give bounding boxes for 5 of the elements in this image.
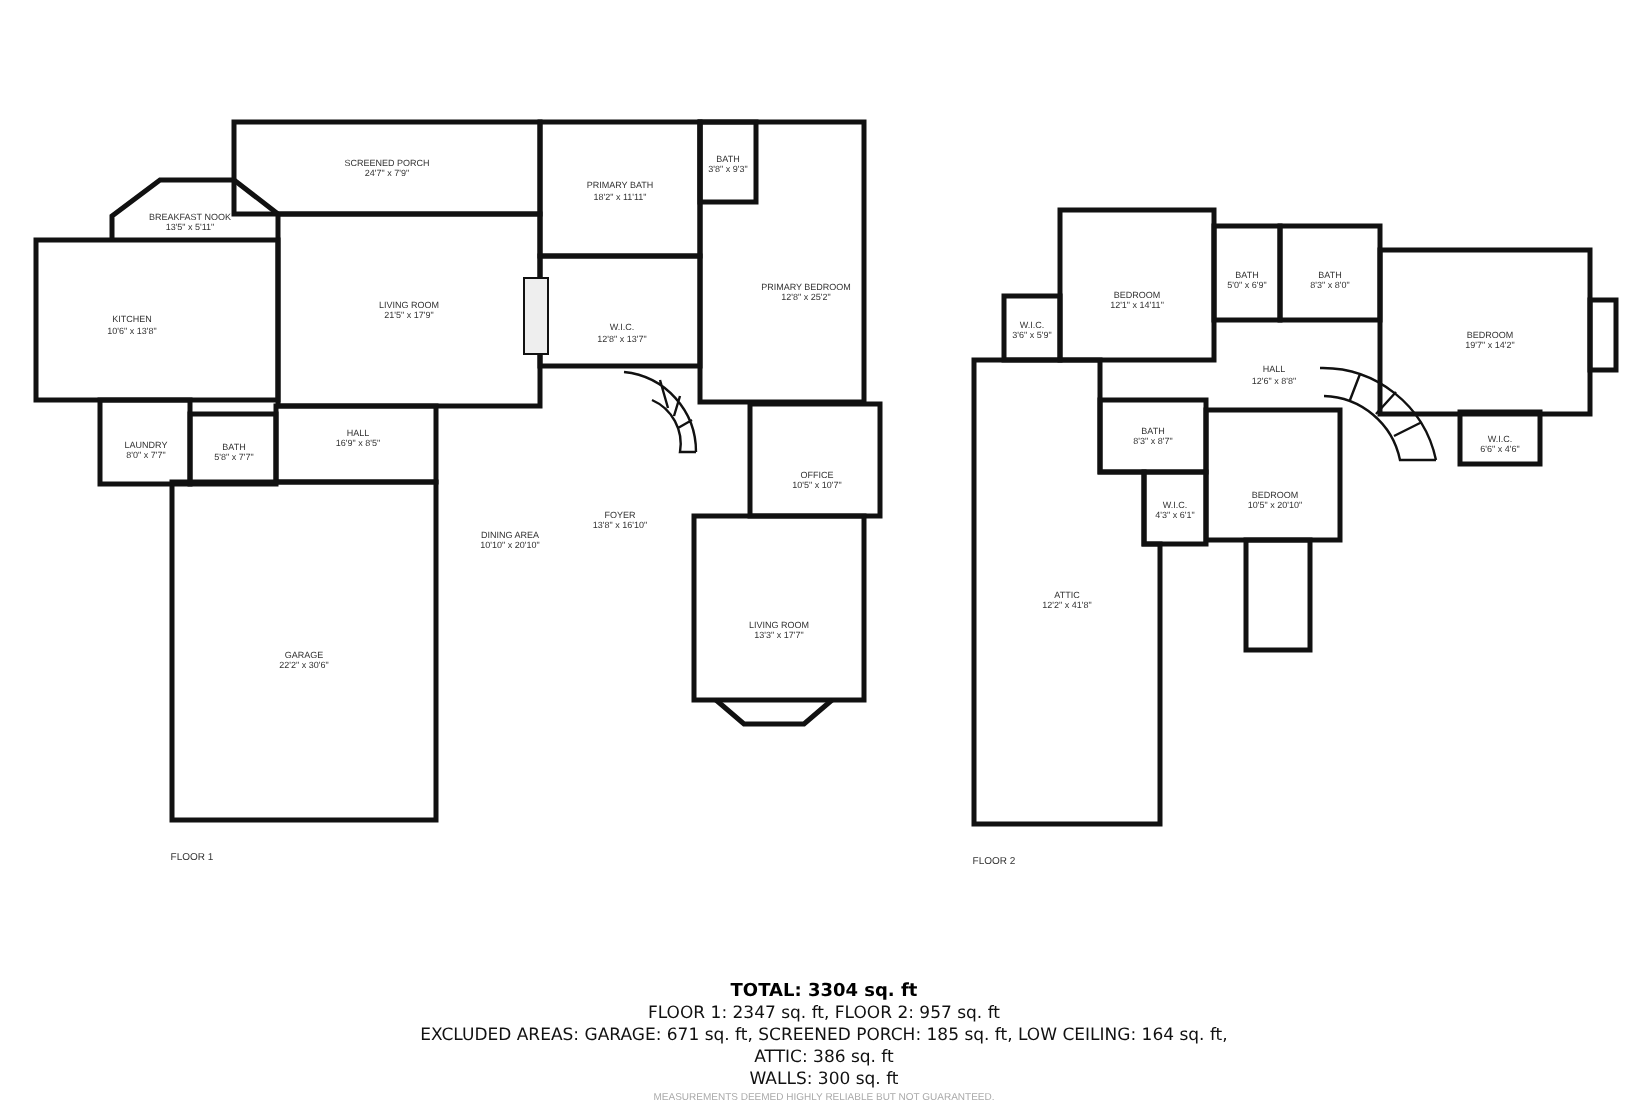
area-summary: TOTAL: 3304 sq. ft: [730, 982, 918, 1002]
area-summary: EXCLUDED AREAS: GARAGE: 671 sq. ft, SCREENED PORCH: 185 sq. ft, LOW CEILING: 164 sq. ft,: [420, 1026, 1228, 1046]
area-summary: WALLS: 300 sq. ft: [749, 1070, 899, 1090]
area-summary: ATTIC: 386 sq. ft: [754, 1048, 894, 1068]
area-summary: FLOOR 1: 2347 sq. ft, FLOOR 2: 957 sq. ft: [647, 1004, 1001, 1024]
